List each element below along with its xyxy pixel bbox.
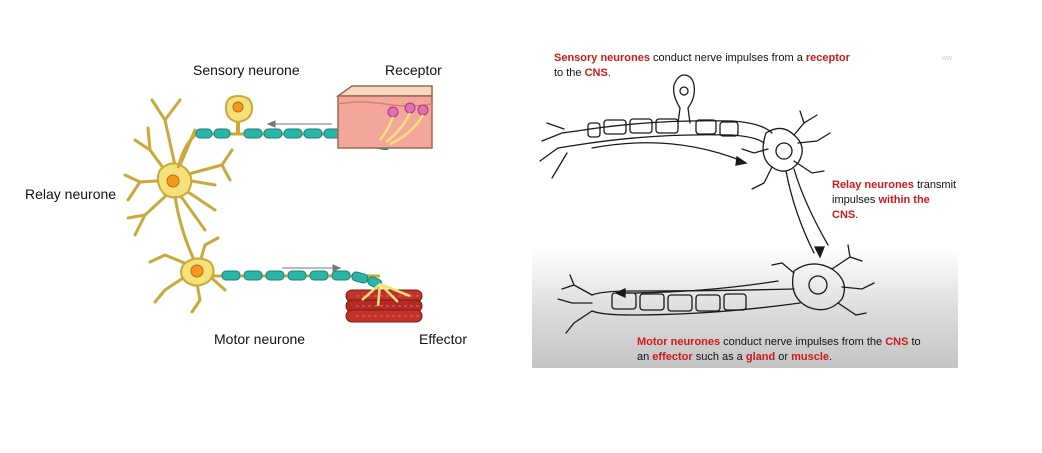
relay-neurones-caption: Relay neurones transmit impulses within …	[832, 178, 958, 223]
motor-neurone-label: Motor neurone	[214, 331, 306, 347]
motor-caption-text-2: to	[908, 336, 921, 348]
sensory-caption-end: .	[607, 67, 611, 79]
sensory-neurones-caption: Sensory neurones conduct nerve impulses …	[554, 53, 850, 81]
within-cns-term: within the CNS	[832, 194, 930, 221]
receptor-label: Receptor	[385, 62, 442, 78]
motor-caption-text-1: conduct nerve impulses from the	[720, 336, 886, 348]
sensory-caption-text-2: to the	[554, 67, 585, 79]
neurone-types-panel: ww Sensory neurones conduct nerve impuls…	[532, 53, 958, 368]
motor-impulse-arrow	[282, 264, 342, 272]
receptor-term: receptor	[805, 53, 850, 64]
sensory-impulse-arrow	[266, 120, 332, 128]
motor-caption-text-3: an	[637, 351, 653, 363]
motor-neurones-caption: Motor neurones conduct nerve impulses fr…	[637, 335, 921, 365]
sensory-neurone-label: Sensory neurone	[193, 62, 300, 78]
relay-caption-text-2: impulses	[832, 194, 879, 206]
motor-neurone-nucleus	[190, 264, 204, 278]
relay-lower-axon	[173, 195, 197, 263]
relay-neurone-label: Relay neurone	[25, 186, 117, 202]
effector-label: Effector	[419, 331, 467, 347]
sensory-neurone-nucleus	[232, 101, 244, 113]
motor-neurones-term: Motor neurones	[637, 336, 721, 348]
relay-caption-text-1: transmit	[913, 179, 957, 191]
cns-term-motor: CNS	[885, 336, 909, 348]
motor-caption-text-5: or	[775, 351, 792, 363]
watermark-text: ww	[941, 55, 952, 62]
relay-caption-end: .	[855, 209, 859, 221]
sensory-caption-text-1: conduct nerve impulses from a	[649, 53, 806, 64]
reflex-arc-diagram	[123, 85, 433, 323]
neurone-line-drawing	[539, 74, 875, 334]
relay-neurone-nucleus	[166, 174, 180, 188]
motor-caption-end: .	[829, 351, 833, 363]
muscle-term: muscle	[791, 351, 830, 363]
motor-neurone-axon	[212, 270, 383, 289]
cns-term-sensory: CNS	[584, 67, 608, 79]
relay-neurones-term: Relay neurones	[832, 179, 914, 191]
gland-term: gland	[745, 351, 776, 363]
sensory-neurones-term: Sensory neurones	[554, 53, 650, 64]
motor-caption-text-4: such as a	[692, 351, 746, 363]
receptor-skin-block	[335, 85, 433, 149]
effector-muscle	[345, 282, 423, 323]
effector-term: effector	[652, 351, 693, 363]
